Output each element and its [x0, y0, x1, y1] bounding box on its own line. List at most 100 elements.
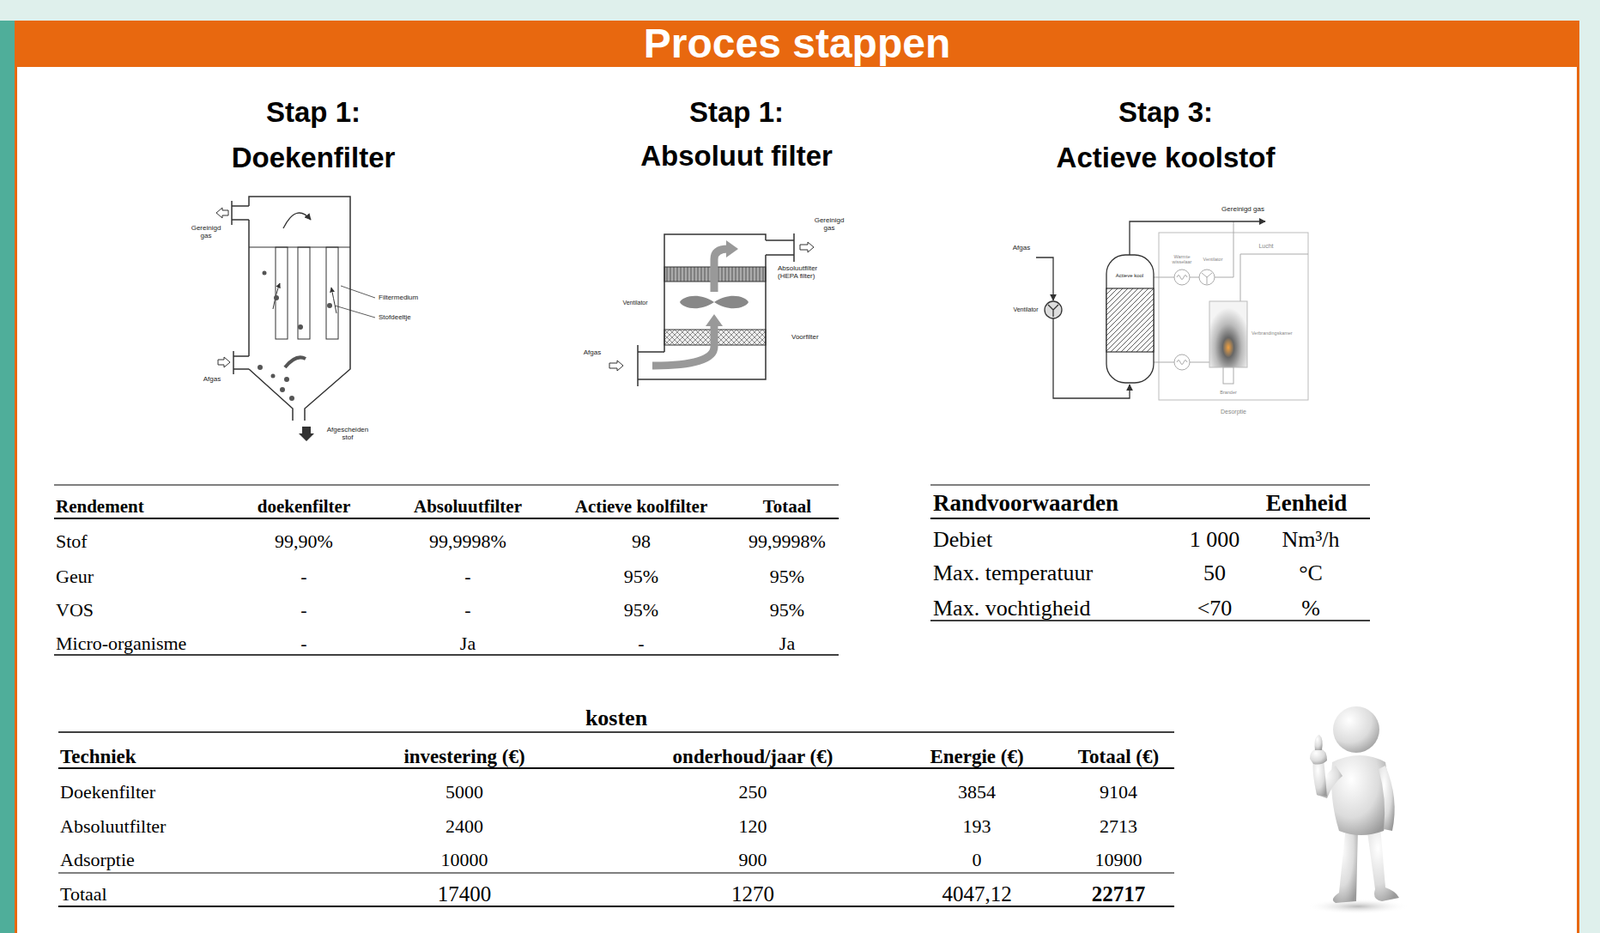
- table-header: Totaal (€): [1078, 745, 1159, 768]
- step-heading: Absoluut filter: [640, 140, 833, 172]
- table-cell: 95%: [624, 600, 659, 621]
- slide-panel: [14, 20, 1580, 933]
- table-cell: 9104: [1099, 781, 1138, 803]
- table-cell: 17400: [437, 882, 492, 907]
- table-cell: -: [464, 600, 471, 621]
- table-cell: Stof: [55, 531, 88, 552]
- table-header: onderhoud/jaar (€): [672, 745, 834, 768]
- table-cell: -: [300, 633, 307, 655]
- table-cell: 4047,12: [941, 882, 1012, 907]
- step-heading: Doekenfilter: [231, 142, 396, 174]
- part-label: Gereinigd gas: [812, 217, 847, 233]
- table-cell: Doekenfilter: [60, 781, 156, 803]
- table-rules: [54, 484, 1370, 907]
- table-header: Absoluutfilter: [413, 496, 522, 517]
- part-label: Afgas: [583, 349, 601, 358]
- step-heading: Actieve koolstof: [1056, 142, 1276, 174]
- table-cell: 22717: [1091, 882, 1146, 907]
- table-cell: 95%: [624, 566, 659, 588]
- step-heading: Stap 1:: [689, 96, 784, 128]
- hepa-filter-drawing: [609, 233, 814, 387]
- part-label: Gereinigd gas: [188, 224, 224, 241]
- panel-border: [1576, 20, 1580, 933]
- table-cell: 1 000: [1189, 527, 1241, 553]
- part-label: Filtermedium: [378, 294, 419, 303]
- table-cell: 50: [1203, 561, 1226, 587]
- table-cell: Nm³/h: [1281, 527, 1340, 553]
- table-header: investering (€): [403, 745, 525, 768]
- table-cell: 99,9998%: [429, 531, 507, 552]
- table-cell: Ja: [460, 633, 476, 655]
- table-cell: 95%: [769, 566, 805, 588]
- table-header: Randvoorwaarden: [933, 490, 1119, 517]
- part-label: Voorfilter: [791, 333, 819, 342]
- table-cell: Micro-organisme: [55, 633, 187, 655]
- table-cell: VOS: [55, 600, 94, 621]
- table-cell: -: [300, 600, 307, 621]
- table-cell: Debiet: [933, 527, 993, 553]
- table-cell: 2713: [1099, 816, 1138, 837]
- carbon-adsorption-drawing: [1036, 221, 1309, 400]
- part-label: Lucht: [1258, 242, 1273, 250]
- table-header: Totaal: [763, 496, 812, 517]
- table-cell: -: [637, 633, 644, 655]
- side-strip: [0, 20, 15, 933]
- part-label: Stofdeeltje: [378, 314, 412, 322]
- table-cell: Ja: [779, 633, 795, 655]
- table-cell: 193: [963, 816, 992, 837]
- table-cell: 10000: [441, 849, 489, 871]
- table-cell: 99,90%: [274, 531, 334, 552]
- table-cell: 5000: [445, 781, 484, 803]
- table-cell: 120: [739, 816, 768, 837]
- table-header: Eenheid: [1266, 490, 1348, 517]
- part-label: Verbrandingskamer: [1251, 330, 1293, 336]
- table-cell: 250: [739, 781, 768, 803]
- panel-border: [14, 20, 18, 933]
- dust-particles: [257, 271, 333, 402]
- thumbs-up-figure: [1306, 706, 1410, 915]
- part-label: Warmte wisselaar: [1167, 254, 1197, 265]
- table-cell: Adsorptie: [60, 849, 135, 871]
- part-label: Ventilator: [1203, 256, 1224, 262]
- part-label: Afgas: [203, 375, 221, 384]
- part-label: Brander: [1219, 389, 1237, 395]
- table-cell: Absoluutfilter: [60, 816, 166, 837]
- table-header: Rendement: [55, 496, 145, 517]
- part-label: Afgas: [1012, 244, 1031, 253]
- table-cell: Max. vochtigheid: [933, 596, 1091, 622]
- table-title: kosten: [585, 706, 648, 732]
- fabric-filter-drawing: [231, 196, 376, 421]
- table-cell: %: [1301, 596, 1321, 622]
- table-cell: -: [300, 566, 307, 588]
- table-header: Techniek: [60, 745, 137, 768]
- table-cell: 99,9998%: [748, 531, 826, 552]
- part-label: Afgescheiden stof: [323, 426, 372, 443]
- part-label: Gereinigd gas: [1221, 206, 1265, 214]
- part-label: Desorptie: [1220, 408, 1247, 416]
- table-header: doekenfilter: [257, 496, 351, 517]
- table-cell: 98: [631, 531, 651, 552]
- step-heading: Stap 3:: [1118, 96, 1213, 128]
- discharge-arrow: [298, 426, 315, 442]
- table-header: Energie (€): [929, 745, 1024, 768]
- table-cell: 0: [972, 849, 982, 871]
- slide-title: Proces stappen: [14, 20, 1580, 67]
- table-cell: Geur: [55, 566, 94, 588]
- table-cell: 2400: [445, 816, 484, 837]
- title-bar: [14, 20, 1580, 67]
- table-header: Actieve koolfilter: [575, 496, 709, 517]
- part-label: Ventilator: [622, 299, 648, 307]
- part-label: Ventilator: [1012, 306, 1038, 314]
- part-label: Actieve kool: [1115, 272, 1144, 279]
- table-cell: °C: [1298, 561, 1323, 587]
- table-cell: 10900: [1095, 849, 1143, 871]
- step-heading: Stap 1:: [266, 96, 361, 128]
- table-cell: Totaal: [60, 884, 108, 905]
- table-cell: 95%: [769, 600, 805, 621]
- table-cell: 900: [739, 849, 768, 871]
- table-cell: <70: [1197, 596, 1233, 622]
- table-cell: 1270: [731, 882, 775, 907]
- table-cell: -: [464, 566, 471, 588]
- table-cell: Max. temperatuur: [933, 561, 1093, 587]
- part-label: Absoluutfilter (HEPA filter): [777, 265, 833, 281]
